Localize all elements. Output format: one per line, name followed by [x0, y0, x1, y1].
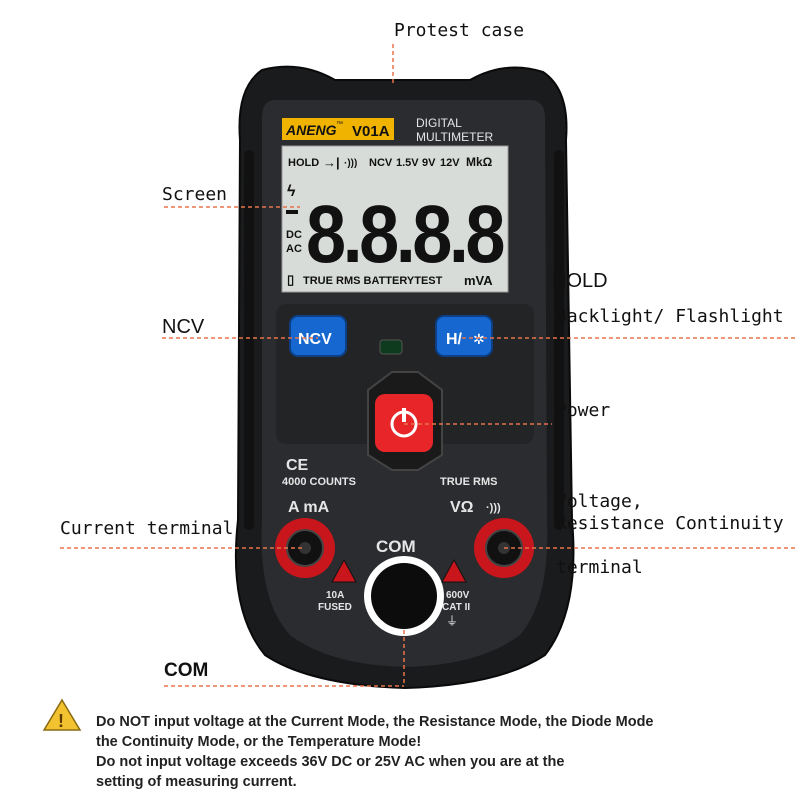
warning-line-2: the Continuity Mode, or the Temperature … — [96, 734, 422, 750]
battery-icon: ▯ — [287, 272, 294, 287]
high-voltage-icon: ϟ — [287, 183, 296, 200]
ncv-indicator-led — [379, 339, 403, 355]
cat-line1: 600V — [446, 590, 470, 601]
left-port-label: A mA — [288, 499, 330, 516]
callout-current-terminal: Current terminal — [60, 518, 234, 539]
left-grip — [244, 150, 254, 530]
lcd-12v: 12V — [440, 157, 460, 169]
brand-tm: ™ — [336, 121, 343, 128]
fuse-line2: FUSED — [318, 602, 352, 613]
power-button[interactable] — [375, 394, 433, 452]
hold-backlight-button[interactable] — [435, 315, 493, 357]
lcd-bottom-text: TRUE RMS BATTERYTEST — [303, 275, 443, 287]
warning-line-1: Do NOT input voltage at the Current Mode… — [96, 714, 654, 730]
lcd-ncv: NCV — [369, 157, 393, 169]
right-warning-icon — [441, 558, 467, 583]
right-port-label: VΩ — [450, 499, 474, 516]
lcd-1-5v: 1.5V — [396, 157, 419, 169]
callout-protest-case: Protest case — [394, 20, 525, 41]
callout-ncv: NCV — [162, 316, 205, 338]
callout-voltage-line2: Resistance Continuity — [556, 513, 784, 534]
lcd-units: mVA — [464, 273, 493, 288]
true-rms-label: TRUE RMS — [440, 476, 497, 488]
backlight-icon: ✲ — [473, 331, 485, 347]
ground-icon: ⏚ — [446, 614, 458, 628]
com-terminal-jack[interactable] — [371, 563, 437, 629]
warning-text: Do NOT input voltage at the Current Mode… — [96, 712, 786, 792]
ce-mark: CE — [286, 457, 309, 474]
callout-hold: HOLD — [552, 270, 608, 292]
warning-line-3: Do not input voltage exceeds 36V DC or 2… — [96, 754, 565, 770]
brand-badge — [282, 118, 394, 140]
brand-name: ANENG — [285, 122, 337, 138]
com-port-label: COM — [376, 537, 416, 556]
cat-line2: CAT II — [442, 602, 470, 613]
caution-icon-mark: ! — [58, 711, 64, 731]
right-grip — [554, 150, 564, 530]
ncv-button-label: NCV — [298, 331, 332, 348]
lcd-9v: 9V — [422, 157, 436, 169]
callout-voltage-line3: terminal — [556, 557, 643, 578]
diode-icon: →| — [323, 155, 340, 170]
device-name-line1: DIGITAL — [416, 116, 462, 130]
counts-label: 4000 COUNTS — [282, 476, 356, 488]
warning-line-4: setting of measuring current. — [96, 774, 297, 790]
device-name-line2: MULTIMETER — [416, 130, 493, 144]
ncv-button[interactable] — [289, 315, 347, 357]
callout-backlight: Backlight/ Flashlight — [556, 306, 784, 327]
lcd-hold: HOLD — [288, 157, 319, 169]
lcd-mk-ohm: MkΩ — [466, 155, 493, 169]
left-warning-icon — [331, 558, 357, 583]
callout-com: COM — [164, 660, 209, 681]
lcd-digits: 8.8.8.8 — [306, 189, 504, 280]
lcd-dc: DC — [286, 229, 302, 241]
leader-lines — [60, 44, 795, 687]
fuse-line1: 10A — [326, 590, 344, 601]
callout-power: Power — [556, 400, 611, 421]
callout-voltage-line1: Voltage, — [556, 491, 643, 512]
minus-sign — [286, 210, 298, 214]
power-icon-bar — [402, 408, 406, 422]
continuity-icon: ·))) — [344, 158, 357, 169]
model-name: V01A — [352, 123, 390, 140]
lcd-screen — [281, 145, 509, 293]
current-terminal-pin — [299, 542, 311, 554]
callout-screen: Screen — [162, 184, 228, 205]
continuity-port-icon: ·))) — [486, 502, 501, 514]
hold-button-label: H/ — [446, 331, 463, 348]
caution-icon — [42, 698, 82, 731]
lcd-ac: AC — [286, 243, 302, 255]
